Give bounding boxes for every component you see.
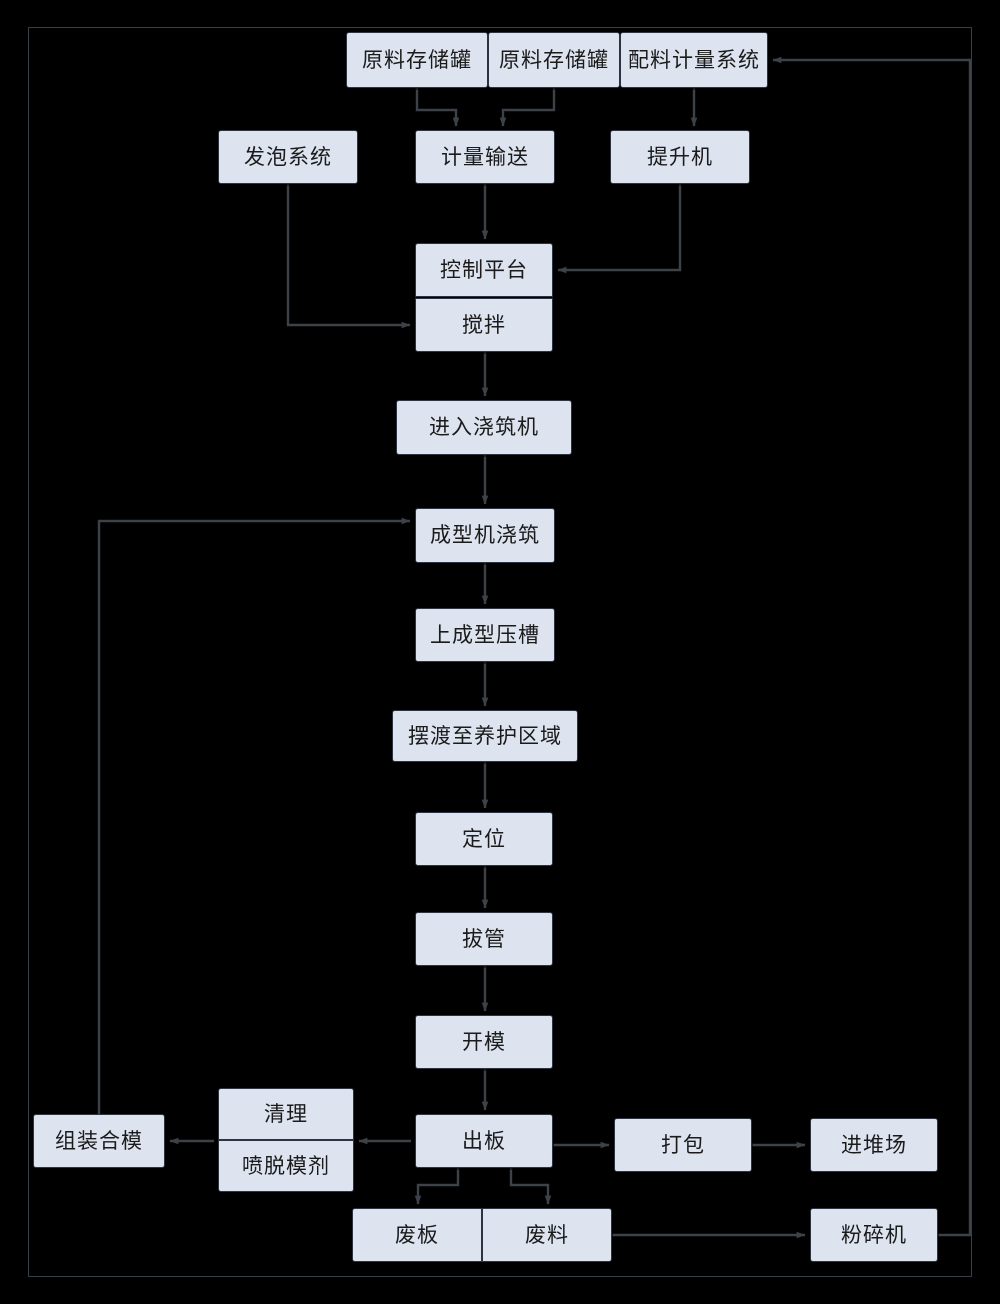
node-pull-pipe[interactable]: 拔管 (415, 912, 553, 966)
node-spray-release-agent[interactable]: 喷脱模剂 (218, 1140, 354, 1192)
node-mixing[interactable]: 搅拌 (415, 298, 553, 352)
node-control-platform[interactable]: 控制平台 (415, 243, 553, 297)
node-open-mold[interactable]: 开模 (415, 1015, 553, 1069)
node-metering-conveying[interactable]: 计量输送 (415, 130, 555, 184)
node-crusher[interactable]: 粉碎机 (810, 1208, 938, 1262)
node-waste-material[interactable]: 废料 (482, 1208, 612, 1262)
node-elevator[interactable]: 提升机 (610, 130, 750, 184)
node-upper-forming-groove-press[interactable]: 上成型压槽 (415, 608, 555, 662)
node-raw-material-tank-1[interactable]: 原料存储罐 (346, 32, 488, 88)
node-assemble-mold[interactable]: 组装合模 (33, 1114, 165, 1168)
node-stockyard[interactable]: 进堆场 (810, 1118, 938, 1172)
node-raw-material-tank-2[interactable]: 原料存储罐 (488, 32, 620, 88)
node-packing[interactable]: 打包 (614, 1118, 752, 1172)
node-enter-casting-machine[interactable]: 进入浇筑机 (396, 400, 572, 455)
node-forming-machine-casting[interactable]: 成型机浇筑 (415, 508, 555, 563)
node-positioning[interactable]: 定位 (415, 812, 553, 866)
node-ferry-to-curing-area[interactable]: 摆渡至养护区域 (392, 710, 578, 762)
diagram-frame (28, 27, 972, 1277)
node-foaming-system[interactable]: 发泡系统 (218, 130, 358, 184)
node-batching-metering-system[interactable]: 配料计量系统 (620, 32, 768, 88)
node-board-output[interactable]: 出板 (415, 1114, 553, 1168)
node-waste-board[interactable]: 废板 (352, 1208, 482, 1262)
node-cleaning[interactable]: 清理 (218, 1088, 354, 1140)
